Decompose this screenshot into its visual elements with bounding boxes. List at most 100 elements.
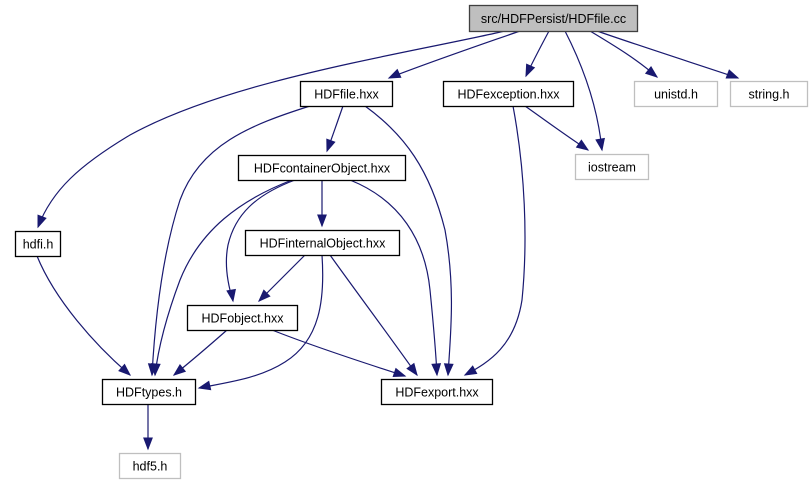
edge-hdfexception_hxx-to-hdfexport_hxx bbox=[463, 105, 526, 376]
edge-hdffile_hxx-to-hdfcontainerobject_hxx bbox=[326, 105, 344, 153]
edge-root-to-string_h bbox=[596, 30, 740, 79]
edge-line bbox=[225, 179, 296, 302]
node-label: HDFcontainerObject.hxx bbox=[254, 162, 391, 176]
edge-line bbox=[364, 105, 453, 376]
edge-hdfinternalobject_hxx-to-hdfobject_hxx bbox=[258, 254, 306, 302]
edge-line bbox=[271, 329, 406, 377]
edge-line bbox=[564, 30, 603, 151]
arrowhead-icon bbox=[118, 363, 132, 376]
node-label: hdf5.h bbox=[133, 460, 168, 474]
node-label: unistd.h bbox=[654, 88, 698, 102]
node-box bbox=[442, 80, 575, 108]
node-string-h: string.h bbox=[729, 80, 809, 108]
node-label: HDFinternalObject.hxx bbox=[260, 237, 386, 251]
arrowhead-icon bbox=[406, 362, 418, 377]
node-hdf5-h: hdf5.h bbox=[118, 452, 182, 480]
arrowhead-icon bbox=[443, 363, 454, 377]
node-hdfcontainerobject-hxx[interactable]: HDFcontainerObject.hxx bbox=[237, 154, 407, 182]
edge-line bbox=[589, 30, 658, 78]
node-label: HDFtypes.h bbox=[116, 386, 182, 400]
arrowhead-icon bbox=[172, 363, 187, 376]
edge-hdfcontainerobject_hxx-to-hdfinternalobject_hxx bbox=[317, 180, 327, 228]
node-iostream: iostream bbox=[574, 153, 650, 181]
arrowhead-icon bbox=[595, 137, 605, 152]
node-box bbox=[237, 154, 407, 182]
node-hdfexport-hxx[interactable]: HDFexport.hxx bbox=[380, 378, 494, 406]
arrowhead-icon bbox=[525, 63, 536, 78]
node-box bbox=[118, 452, 182, 480]
node-label: HDFexport.hxx bbox=[395, 386, 479, 400]
node-label: HDFexception.hxx bbox=[457, 88, 560, 102]
edge-line bbox=[37, 30, 506, 228]
node-box bbox=[101, 378, 197, 406]
edge-hdfi_h-to-hdftypes_h bbox=[36, 255, 132, 376]
arrowhead-icon bbox=[150, 363, 161, 377]
edge-line bbox=[329, 254, 418, 376]
edge-hdfcontainerobject_hxx-to-hdftypes_h bbox=[150, 179, 293, 377]
edge-line bbox=[388, 30, 521, 79]
edge-line bbox=[154, 179, 293, 376]
node-box bbox=[186, 304, 299, 332]
edge-hdfobject_hxx-to-hdfexport_hxx bbox=[271, 329, 407, 378]
arrowhead-icon bbox=[37, 214, 47, 229]
arrowhead-icon bbox=[644, 65, 659, 78]
node-hdfi-h[interactable]: hdfi.h bbox=[14, 230, 62, 258]
edge-line bbox=[524, 105, 589, 151]
node-box bbox=[468, 4, 639, 33]
arrowhead-icon bbox=[258, 289, 271, 302]
edge-line bbox=[464, 105, 526, 376]
edge-line bbox=[596, 30, 739, 79]
edge-root-to-hdfexception_hxx bbox=[525, 30, 550, 78]
edge-hdfcontainerobject_hxx-to-hdfexport_hxx bbox=[349, 179, 442, 377]
node-label: hdfi.h bbox=[23, 238, 54, 252]
node-unistd-h: unistd.h bbox=[633, 80, 719, 108]
edge-line bbox=[151, 105, 311, 376]
edge-hdfinternalobject_hxx-to-hdfexport_hxx bbox=[329, 254, 418, 377]
node-box bbox=[633, 80, 719, 108]
edge-hdfobject_hxx-to-hdftypes_h bbox=[172, 329, 228, 376]
node-box bbox=[380, 378, 494, 406]
node-hdftypes-h[interactable]: HDFtypes.h bbox=[101, 378, 197, 406]
edge-line bbox=[349, 179, 438, 376]
edge-root-to-hdffile_hxx bbox=[387, 30, 521, 79]
arrowhead-icon bbox=[317, 214, 327, 228]
edge-root-to-hdfi_h bbox=[37, 30, 506, 229]
arrowhead-icon bbox=[392, 367, 407, 378]
edge-line bbox=[36, 255, 131, 376]
edge-root-to-iostream bbox=[564, 30, 605, 152]
arrowhead-icon bbox=[725, 69, 740, 79]
arrowhead-icon bbox=[387, 68, 402, 79]
node-root[interactable]: src/HDFPersist/HDFfile.cc bbox=[468, 4, 639, 33]
edge-root-to-unistd_h bbox=[589, 30, 659, 78]
node-hdfobject-hxx[interactable]: HDFobject.hxx bbox=[186, 304, 299, 332]
node-label: HDFfile.hxx bbox=[314, 88, 379, 102]
arrowhead-icon bbox=[463, 365, 478, 376]
arrowhead-icon bbox=[431, 363, 442, 377]
node-label: iostream bbox=[588, 161, 636, 175]
node-box bbox=[14, 230, 62, 258]
node-label: string.h bbox=[749, 88, 790, 102]
arrowhead-icon bbox=[226, 288, 236, 303]
edges-layer bbox=[36, 30, 740, 451]
arrowhead-icon bbox=[575, 139, 590, 151]
node-hdffile-hxx[interactable]: HDFfile.hxx bbox=[299, 80, 394, 108]
node-label: HDFobject.hxx bbox=[202, 312, 285, 326]
node-label: src/HDFPersist/HDFfile.cc bbox=[481, 12, 626, 26]
arrowhead-icon bbox=[143, 437, 153, 451]
arrowhead-icon bbox=[197, 380, 212, 391]
edge-hdftypes_h-to-hdf5_h bbox=[143, 404, 153, 451]
edge-hdfcontainerobject_hxx-to-hdfobject_hxx bbox=[225, 179, 296, 303]
edge-line bbox=[198, 254, 324, 389]
edge-hdfexception_hxx-to-iostream bbox=[524, 105, 590, 151]
node-hdfexception-hxx[interactable]: HDFexception.hxx bbox=[442, 80, 575, 108]
node-box bbox=[244, 229, 401, 257]
node-box bbox=[729, 80, 809, 108]
edge-hdffile_hxx-to-hdfexport_hxx bbox=[364, 105, 454, 377]
node-box bbox=[574, 153, 650, 181]
edge-hdfinternalobject_hxx-to-hdftypes_h bbox=[197, 254, 324, 391]
arrowhead-icon bbox=[326, 138, 336, 153]
node-hdfinternalobject-hxx[interactable]: HDFinternalObject.hxx bbox=[244, 229, 401, 257]
node-box bbox=[299, 80, 394, 108]
